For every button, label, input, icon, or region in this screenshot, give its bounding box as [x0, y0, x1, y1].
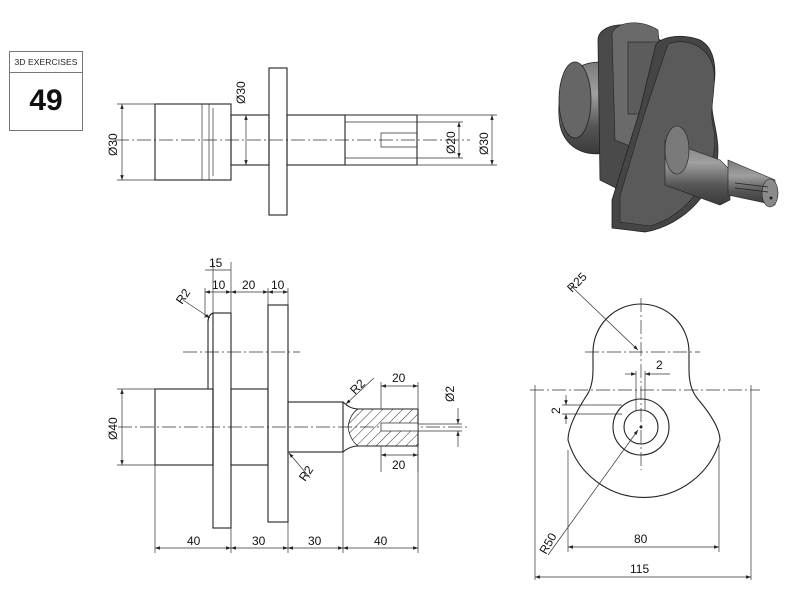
dim-side-d40: Ø40 — [106, 417, 120, 440]
dim-front-r25: R25 — [564, 269, 590, 295]
dim-top-flange-d30: Ø30 — [234, 81, 248, 104]
dim-side-20-top: 20 — [392, 371, 406, 385]
dim-front-2v: 2 — [549, 407, 563, 414]
dim-side-10b: 10 — [271, 278, 285, 292]
exercise-badge: 3D EXERCISES 49 — [9, 51, 83, 131]
dim-side-r2-mid: R2 — [347, 376, 368, 397]
dim-top-left-d30: Ø30 — [106, 133, 120, 156]
dim-side-r2-bot: R2 — [296, 463, 316, 484]
dim-top-slot-d20: Ø20 — [444, 131, 458, 154]
dim-side-20: 20 — [242, 278, 256, 292]
side-view: 15 10 20 10 R2 R2 R2 20 20 Ø2 Ø40 — [106, 256, 470, 553]
dim-front-2h: 2 — [656, 358, 663, 372]
dim-side-15: 15 — [209, 256, 223, 270]
dim-side-d2: Ø2 — [443, 386, 457, 402]
isometric-view — [558, 22, 779, 233]
dim-side-r2-top: R2 — [173, 286, 193, 307]
dim-side-10a: 10 — [212, 278, 226, 292]
dim-top-end-d30: Ø30 — [477, 132, 491, 155]
front-view: R25 2 2 R50 80 115 — [530, 269, 760, 580]
dim-side-40b: 40 — [374, 534, 388, 548]
dim-front-80: 80 — [634, 532, 648, 546]
top-view: Ø30 Ø30 Ø20 Ø30 — [106, 67, 497, 216]
dim-side-30a: 30 — [252, 534, 266, 548]
dim-side-30b: 30 — [308, 534, 322, 548]
badge-number: 49 — [29, 84, 63, 117]
badge-title: 3D EXERCISES — [10, 52, 82, 73]
dim-front-115: 115 — [630, 562, 649, 576]
dim-side-40a: 40 — [187, 534, 201, 548]
dim-side-20-bot: 20 — [392, 458, 406, 472]
